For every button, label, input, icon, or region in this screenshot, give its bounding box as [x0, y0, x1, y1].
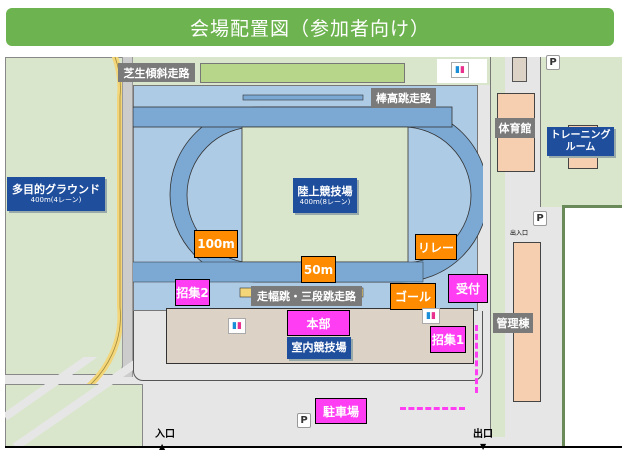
route-arrow-right	[400, 407, 465, 410]
venue-map	[5, 57, 622, 448]
boundary-line	[5, 446, 622, 448]
grass-slope-track	[200, 63, 405, 83]
gym-label: 体育館	[495, 118, 535, 138]
reception[interactable]: 受付	[448, 274, 488, 303]
marker-100m: 100m	[194, 230, 238, 258]
indoor-stadium-label: 室内競技場	[287, 337, 351, 359]
slope-track-label: 芝生傾斜走路	[118, 63, 195, 82]
exit-arrow-icon: ▼	[480, 442, 487, 451]
small-building	[512, 57, 527, 82]
page-title: 会場配置図（参加者向け）	[6, 8, 614, 46]
diagonal-paths	[5, 357, 145, 448]
entrance-arrow-icon: ▲	[159, 442, 166, 451]
restroom-icon: ▮▮	[422, 308, 440, 324]
marker-relay: リレー	[415, 234, 457, 260]
call-area-1[interactable]: 招集1	[430, 326, 466, 353]
call-area-2[interactable]: 招集2	[175, 279, 210, 306]
training-room-label: トレーニング ルーム	[547, 127, 614, 156]
stadium-name: 陸上競技場	[297, 184, 353, 198]
route-arrow-up	[475, 325, 479, 393]
restroom-icon: ▮▮	[228, 318, 246, 334]
parking-icon: P	[546, 55, 560, 70]
multipurpose-ground-area	[5, 57, 123, 375]
marker-goal: ゴール	[390, 283, 436, 310]
stadium-lanes: 400m(8レーン)	[299, 197, 351, 206]
parking-icon: P	[533, 211, 547, 226]
parking-icon: P	[297, 413, 311, 428]
jump-track-label: 走幅跳・三段跳走路	[251, 286, 362, 306]
marker-50m: 50m	[301, 256, 336, 283]
empty-lot	[562, 205, 622, 448]
headquarters[interactable]: 本部	[287, 310, 350, 336]
parking-lot[interactable]: 駐車場	[315, 398, 367, 424]
ground-track	[69, 57, 124, 397]
restroom-icon: ▮▮	[451, 62, 469, 78]
ground-name: 多目的グラウンド	[12, 183, 100, 197]
pole-vault-label: 棒高跳走路	[371, 88, 436, 108]
entrance-label: 入口	[155, 429, 175, 440]
side-road	[122, 57, 133, 377]
exit-label: 出口	[473, 429, 493, 440]
stadium-outer-road	[133, 311, 483, 381]
admin-label: 管理棟	[493, 313, 533, 333]
ground-lanes: 400m(4レーン)	[30, 196, 82, 205]
entrance-small-label: 出入口	[510, 230, 529, 237]
